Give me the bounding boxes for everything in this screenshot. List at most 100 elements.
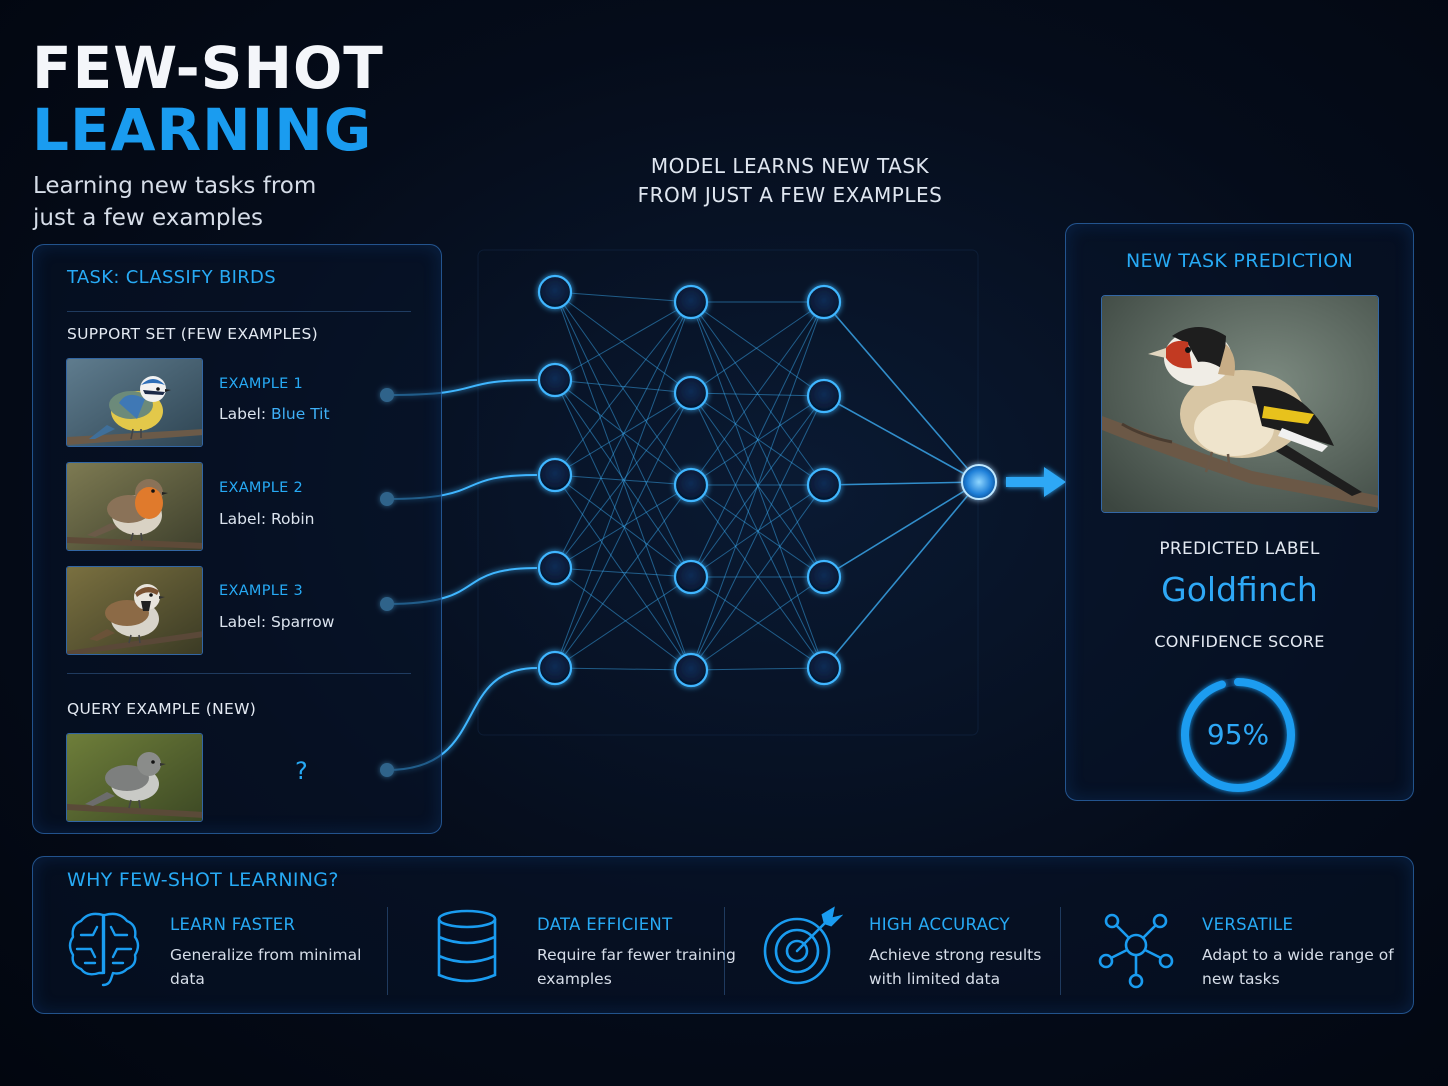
database-icon: [437, 909, 497, 983]
network-node-layer1: [537, 550, 573, 586]
network-edge: [554, 484, 692, 569]
page-subtitle: Learning new tasks from just a few examp…: [33, 173, 317, 231]
network-edge-output: [823, 481, 980, 578]
task-panel: TASK: CLASSIFY BIRDS SUPPORT SET (FEW EX…: [32, 244, 442, 834]
network-edge: [690, 392, 825, 486]
network-edge: [690, 667, 825, 671]
network-edge: [554, 379, 692, 486]
network-node-layer2: [673, 559, 709, 595]
feature-3-desc: Achieve strong results with limited data: [869, 946, 1042, 988]
example-1-title: EXAMPLE 1: [219, 376, 304, 392]
network-edge: [690, 576, 825, 671]
example-2-title: EXAMPLE 2: [219, 480, 304, 496]
network-edge-output: [823, 481, 980, 669]
network-edge: [690, 484, 825, 669]
network-edge: [554, 392, 692, 569]
diagram-caption-line1: MODEL LEARNS NEW TASK: [650, 154, 930, 178]
confidence-value: 95%: [1206, 718, 1270, 751]
network-edge: [690, 484, 825, 578]
divider: [1060, 907, 1061, 995]
network-edge: [554, 291, 692, 486]
example-1-label-value: Blue Tit: [270, 405, 330, 423]
example-2-image: [66, 462, 203, 551]
network-edge: [690, 392, 825, 578]
diagram-caption: MODEL LEARNS NEW TASK FROM JUST A FEW EX…: [600, 152, 980, 210]
divider: [67, 673, 411, 674]
network-edge: [554, 291, 692, 671]
feature-1-title: LEARN FASTER: [170, 915, 296, 934]
network-node-layer2: [673, 652, 709, 688]
network-edge: [554, 667, 692, 671]
network-edge: [554, 474, 692, 486]
network-edge: [554, 291, 692, 303]
prediction-title: NEW TASK PREDICTION: [1126, 250, 1353, 272]
network-node-layer2: [673, 467, 709, 503]
network-edge: [554, 576, 692, 669]
arrow-right-icon: [1006, 467, 1066, 497]
prediction-panel: NEW TASK PREDICTION PREDICTED LABEL Gold…: [1065, 223, 1414, 801]
gauge-fill: [1181, 678, 1295, 792]
network-edge: [554, 301, 692, 381]
example-3-image: [66, 566, 203, 655]
prediction-image: [1101, 295, 1379, 513]
why-title: WHY FEW-SHOT LEARNING?: [67, 869, 339, 891]
confidence-gauge: [1181, 678, 1295, 792]
example-2-label-value: Robin: [270, 510, 315, 528]
network-edge: [690, 395, 825, 671]
network-node-layer3: [806, 559, 842, 595]
network-node-layer3: [806, 467, 842, 503]
feature-3-title: HIGH ACCURACY: [869, 915, 1010, 934]
divider: [67, 311, 411, 312]
goldfinch-image: [1102, 296, 1378, 512]
task-title: TASK: CLASSIFY BIRDS: [67, 267, 276, 288]
sparrow-image: [67, 567, 202, 654]
example-3-label-value: Sparrow: [270, 613, 335, 631]
network-node-layer1: [537, 457, 573, 493]
query-label: QUERY EXAMPLE (NEW): [67, 700, 257, 718]
blue-tit-image: [67, 359, 202, 446]
network-edge: [690, 301, 825, 486]
feature-4-title: VERSATILE: [1202, 915, 1294, 934]
query-bird-image: [67, 734, 202, 821]
network-edge: [690, 484, 825, 671]
robin-image: [67, 463, 202, 550]
query-image: [66, 733, 203, 822]
feature-2-desc: Require far fewer training examples: [537, 946, 736, 988]
network-edge: [554, 567, 692, 671]
feature-2-title: DATA EFFICIENT: [537, 915, 673, 934]
network-edge: [690, 395, 825, 486]
network-edge: [690, 301, 825, 671]
confidence-caption: CONFIDENCE SCORE: [1154, 632, 1325, 651]
network-edge: [690, 301, 825, 397]
network-edge: [554, 474, 692, 578]
feature-1-desc: Generalize from minimal data: [170, 946, 362, 988]
network-edge: [554, 474, 692, 671]
network-edge: [554, 379, 692, 394]
network-edge: [554, 301, 692, 476]
network-edge: [690, 301, 825, 578]
network-edge: [690, 484, 825, 578]
network-edge: [554, 291, 692, 394]
predicted-label-value: Goldfinch: [1161, 570, 1318, 609]
network-edge-output: [823, 301, 980, 483]
network-node-layer3: [806, 378, 842, 414]
target-icon: [763, 906, 843, 985]
example-1-image: [66, 358, 203, 447]
network-node-layer3: [806, 284, 842, 320]
feature-4-desc: Adapt to a wide range of new tasks: [1202, 946, 1394, 988]
brain-icon: [68, 912, 140, 987]
network-edge-output: [823, 481, 980, 486]
network-edge: [554, 379, 692, 671]
divider: [387, 907, 388, 995]
network-node-layer2: [673, 375, 709, 411]
example-3-label-prefix: Label:: [219, 613, 271, 631]
network-edge: [690, 395, 825, 578]
example-1-label: Label: Blue Tit: [219, 405, 330, 423]
network-edge: [554, 567, 692, 578]
example-2-label-prefix: Label:: [219, 510, 271, 528]
network-edge: [554, 484, 692, 669]
network-icon: [1098, 913, 1174, 989]
page-title-line2: LEARNING: [32, 96, 373, 164]
network-node-layer1: [537, 650, 573, 686]
support-set-label: SUPPORT SET (FEW EXAMPLES): [67, 325, 319, 343]
